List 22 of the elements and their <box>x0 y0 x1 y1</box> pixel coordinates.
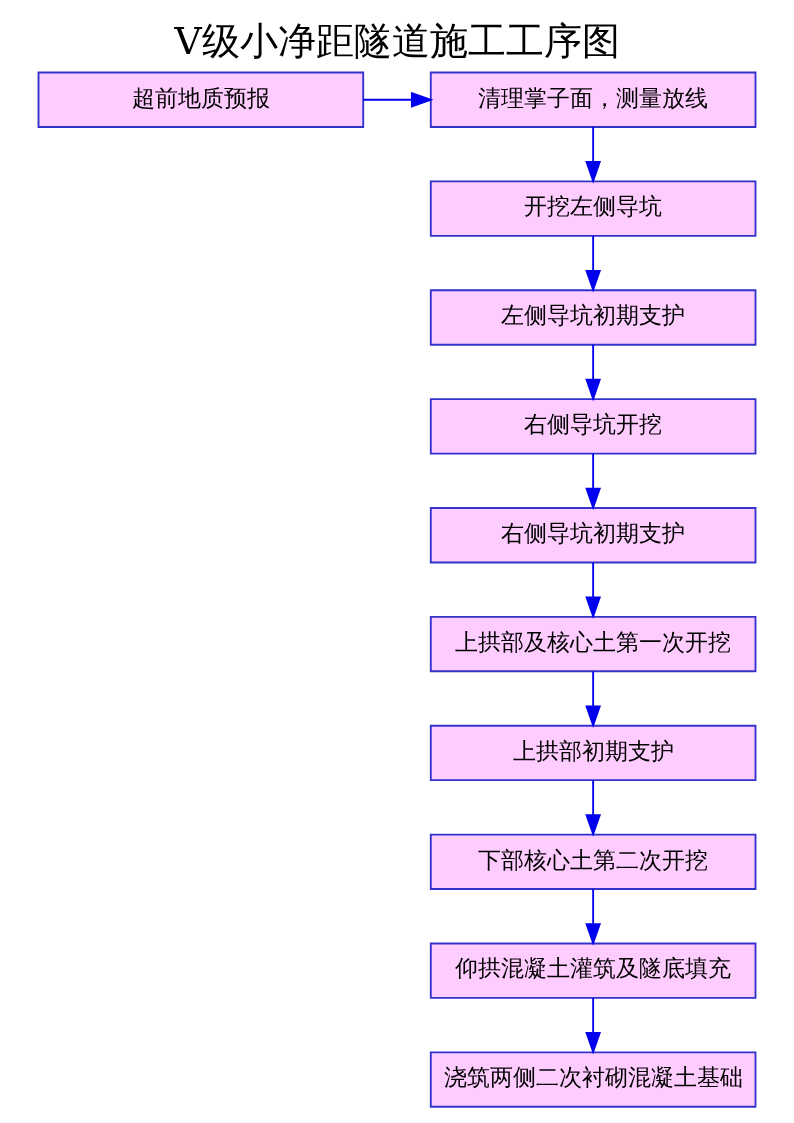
node-box: 清理掌子面，测量放线 <box>429 71 757 128</box>
arrow <box>585 343 602 402</box>
node-box: 右侧导坑开挖 <box>429 398 757 455</box>
arrow <box>585 235 602 293</box>
diagram-title: V级小净距隧道施工工序图 <box>174 18 620 63</box>
arrow <box>585 779 602 837</box>
node-box: 下部核心土第二次开挖 <box>429 833 757 890</box>
arrow <box>585 561 602 620</box>
node-box: 仰拱混凝土灌筑及隧底填充 <box>429 942 757 999</box>
arrow <box>585 888 602 946</box>
arrow <box>585 997 602 1055</box>
node-box: 左侧导坑初期支护 <box>429 289 757 346</box>
arrow <box>585 126 602 184</box>
node-box: 上拱部及核心土第一次开挖 <box>429 615 757 673</box>
node-box: 开挖左侧导坑 <box>429 180 757 237</box>
node-box: 超前地质预报 <box>37 71 365 128</box>
node-box: 浇筑两侧二次衬砌混凝土基础 <box>429 1051 757 1108</box>
node-box: 右侧导坑初期支护 <box>429 507 757 564</box>
arrow <box>585 452 602 511</box>
arrow <box>362 91 434 108</box>
node-box: 上拱部初期支护 <box>429 724 757 782</box>
arrow <box>585 670 602 728</box>
